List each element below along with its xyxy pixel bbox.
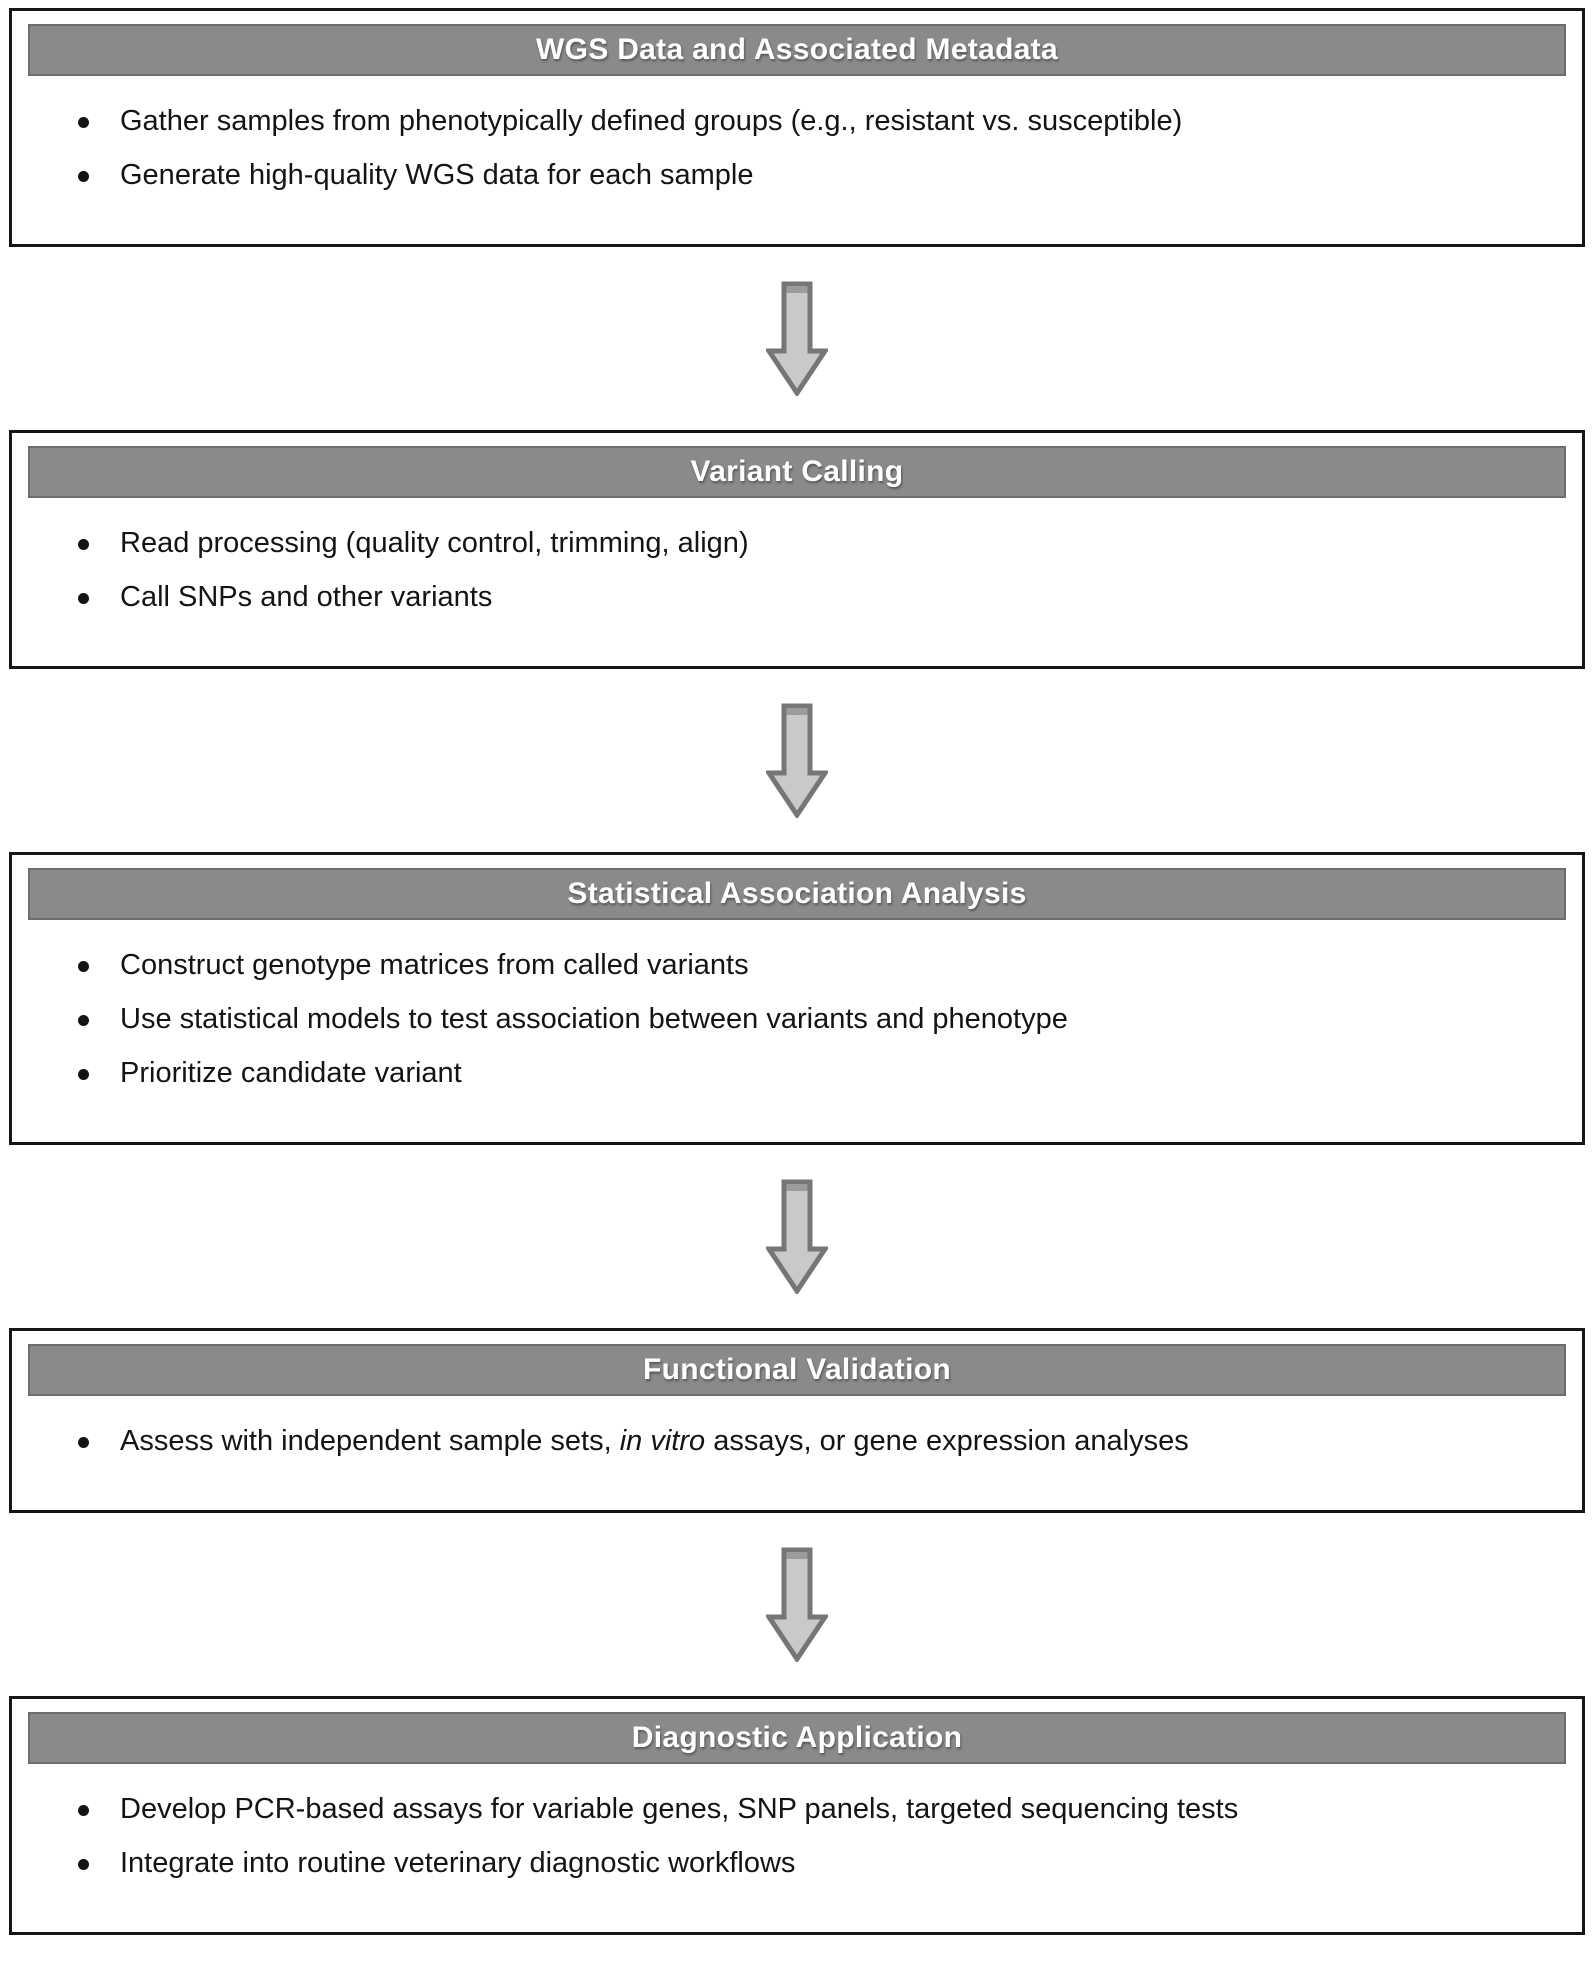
bullet-text: Prioritize candidate variant [120, 1057, 462, 1089]
down-arrow-icon [766, 1179, 828, 1294]
down-arrow-cap [786, 286, 808, 293]
bullet-dot [78, 1859, 89, 1870]
stage-bullet-list: Construct genotype matrices from called … [28, 946, 1566, 1093]
bullet-text: Generate high-quality WGS data for each … [120, 159, 754, 191]
stage-bullet-list: Gather samples from phenotypically defin… [28, 102, 1566, 195]
down-arrow-icon [766, 281, 828, 396]
bullet-text: Read processing (quality control, trimmi… [120, 527, 749, 559]
stage-bullet-list: Develop PCR-based assays for variable ge… [28, 1790, 1566, 1883]
bullet-item: Call SNPs and other variants [78, 578, 1566, 617]
stage-title: WGS Data and Associated Metadata [536, 33, 1058, 66]
down-arrow-icon [766, 1547, 828, 1662]
bullet-dot [78, 1069, 89, 1080]
bullet-dot [78, 593, 89, 604]
bullet-text-italic: in vitro [619, 1425, 706, 1457]
down-arrow-shape [766, 703, 828, 818]
down-arrow-cap [786, 1552, 808, 1559]
flow-arrow-2 [9, 669, 1585, 852]
flow-arrow-1 [9, 247, 1585, 430]
bullet-text: Develop PCR-based assays for variable ge… [120, 1793, 1239, 1825]
bullet-text-suffix: assays, or gene expression analyses [705, 1425, 1189, 1457]
bullet-dot [78, 539, 89, 550]
down-arrow-cap [786, 708, 808, 715]
bullet-dot [78, 1805, 89, 1816]
bullet-item: Use statistical models to test associati… [78, 1000, 1566, 1039]
bullet-item: Read processing (quality control, trimmi… [78, 524, 1566, 563]
bullet-text: Call SNPs and other variants [120, 581, 493, 613]
bullet-dot [78, 961, 89, 972]
stage-title: Diagnostic Application [631, 1721, 963, 1754]
flow-arrow-4 [9, 1513, 1585, 1696]
stage-bullet-list: Read processing (quality control, trimmi… [28, 524, 1566, 617]
bullet-item: Integrate into routine veterinary diagno… [78, 1844, 1566, 1883]
stage-diagnostic-application: Diagnostic Application Develop PCR-based… [9, 1696, 1585, 1935]
bullet-text: Integrate into routine veterinary diagno… [120, 1847, 796, 1879]
stage-wgs-data: WGS Data and Associated Metadata Gather … [9, 8, 1585, 247]
stage-functional-validation: Functional Validation Assess with indepe… [9, 1328, 1585, 1513]
bullet-item: Generate high-quality WGS data for each … [78, 156, 1566, 195]
stage-statistical-association: Statistical Association Analysis Constru… [9, 852, 1585, 1145]
bullet-text-prefix: Assess with independent sample sets, [120, 1425, 620, 1457]
bullet-dot [78, 171, 89, 182]
stage-header-bar: Diagnostic Application [28, 1712, 1566, 1764]
bullet-item: Construct genotype matrices from called … [78, 946, 1566, 985]
bullet-item: Develop PCR-based assays for variable ge… [78, 1790, 1566, 1829]
stage-bullet-list: Assess with independent sample sets, in … [28, 1422, 1566, 1461]
bullet-text: Gather samples from phenotypically defin… [120, 105, 1183, 137]
down-arrow-icon [766, 703, 828, 818]
stage-variant-calling: Variant Calling Read processing (quality… [9, 430, 1585, 669]
bullet-item: Assess with independent sample sets, in … [78, 1422, 1566, 1461]
down-arrow-shape [766, 281, 828, 396]
stage-title: Variant Calling [690, 455, 904, 488]
bullet-item: Gather samples from phenotypically defin… [78, 102, 1566, 141]
stage-header-bar: WGS Data and Associated Metadata [28, 24, 1566, 76]
bullet-text: Construct genotype matrices from called … [120, 949, 749, 981]
bullet-item: Prioritize candidate variant [78, 1054, 1566, 1093]
bullet-text: Use statistical models to test associati… [120, 1003, 1068, 1035]
down-arrow-shape [766, 1179, 828, 1294]
bullet-dot [78, 1437, 89, 1448]
bullet-dot [78, 117, 89, 128]
stage-header-bar: Statistical Association Analysis [28, 868, 1566, 920]
stage-title: Functional Validation [643, 1353, 951, 1386]
stage-header-bar: Functional Validation [28, 1344, 1566, 1396]
stage-header-bar: Variant Calling [28, 446, 1566, 498]
down-arrow-shape [766, 1547, 828, 1662]
bullet-text: Assess with independent sample sets, in … [120, 1422, 1189, 1461]
down-arrow-cap [786, 1184, 808, 1191]
stage-title: Statistical Association Analysis [567, 877, 1027, 910]
bullet-dot [78, 1015, 89, 1026]
flow-arrow-3 [9, 1145, 1585, 1328]
